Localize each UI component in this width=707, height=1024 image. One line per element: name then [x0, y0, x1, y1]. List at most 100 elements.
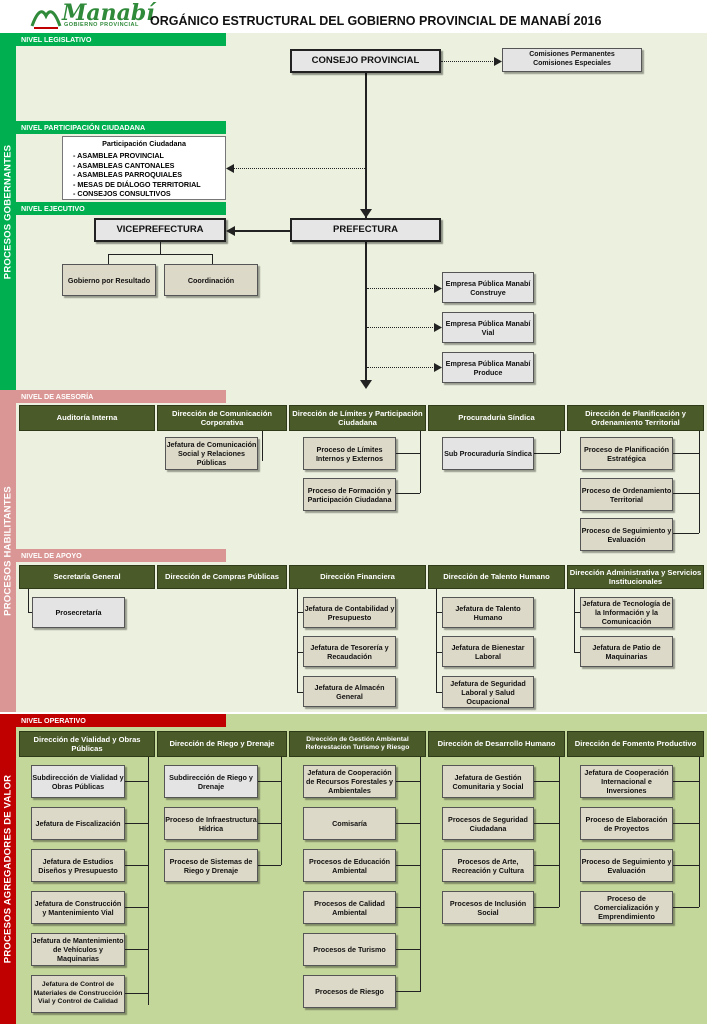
connector [396, 493, 420, 494]
calidad-ambiental-box[interactable]: Procesos de Calidad Ambiental [303, 891, 396, 924]
prefectura-box[interactable]: PREFECTURA [290, 218, 441, 242]
jefatura-talento-box[interactable]: Jefatura de Talento Humano [442, 597, 534, 628]
participacion-ciudadana-box[interactable]: Participación Ciudadana - ASAMBLEA PROVI… [62, 136, 226, 200]
subdireccion-vialidad-box[interactable]: Subdirección de Vialidad y Obras Pública… [31, 765, 125, 798]
tecnologia-box[interactable]: Jefatura de Tecnología de la Información… [580, 597, 673, 628]
turismo-box[interactable]: Procesos de Turismo [303, 933, 396, 966]
comisaria-box[interactable]: Comisaría [303, 807, 396, 840]
ordenamiento-territorial-box[interactable]: Proceso de Ordenamiento Territorial [580, 478, 673, 511]
estudios-disenos-box[interactable]: Jefatura de Estudios Diseños y Presupues… [31, 849, 125, 882]
riesgo-box[interactable]: Procesos de Riesgo [303, 975, 396, 1008]
viceprefectura-box[interactable]: VICEPREFECTURA [94, 218, 226, 242]
logo [30, 2, 140, 32]
prosecretaria-box[interactable]: Prosecretaría [32, 597, 125, 628]
educacion-ambiental-box[interactable]: Procesos de Educación Ambiental [303, 849, 396, 882]
connector [574, 589, 575, 652]
patio-maquinarias-box[interactable]: Jefatura de Patio de Maquinarias [580, 636, 673, 667]
seguridad-ciudadana-box[interactable]: Procesos de Seguridad Ciudadana [442, 807, 534, 840]
connector [262, 431, 263, 461]
logo-subtext: GOBIERNO PROVINCIAL [64, 22, 139, 28]
gobierno-resultado-box[interactable]: Gobierno por Resultado [62, 264, 156, 296]
comisiones-box[interactable]: Comisiones Permanentes Comisiones Especi… [502, 48, 642, 72]
participacion-item: - ASAMBLEA PROVINCIAL [73, 151, 164, 160]
desarrollo-humano-header[interactable]: Dirección de Desarrollo Humano [428, 731, 565, 757]
planificacion-estrategica-box[interactable]: Proceso de Planificación Estratégica [580, 437, 673, 470]
limites-internos-box[interactable]: Proceso de Límites Internos y Externos [303, 437, 396, 470]
seguridad-laboral-box[interactable]: Jefatura de Seguridad Laboral y Salud Oc… [442, 676, 534, 708]
connector [534, 453, 560, 454]
connector [673, 781, 699, 782]
direccion-financiera-header[interactable]: Dirección Financiera [289, 565, 426, 589]
cooperacion-forestales-box[interactable]: Jefatura de Cooperación de Recursos Fore… [303, 765, 396, 798]
connector [673, 493, 699, 494]
connector [396, 453, 420, 454]
fiscalizacion-box[interactable]: Jefatura de Fiscalización [31, 807, 125, 840]
connector-vice-down [160, 242, 161, 254]
connector [436, 612, 442, 613]
sistemas-riego-box[interactable]: Proceso de Sistemas de Riego y Drenaje [164, 849, 258, 882]
page-title: ORGÁNICO ESTRUCTURAL DEL GOBIERNO PROVIN… [150, 14, 602, 28]
connector [28, 589, 29, 612]
connector [125, 949, 148, 950]
connector [281, 757, 282, 865]
tesoreria-box[interactable]: Jefatura de Tesorería y Recaudación [303, 636, 396, 667]
riego-header[interactable]: Dirección de Riego y Drenaje [157, 731, 287, 757]
arrow-right-icon [434, 284, 442, 293]
empresa-vial-box[interactable]: Empresa Pública Manabí Vial [442, 312, 534, 343]
connector-participacion [232, 168, 365, 169]
subdireccion-riego-box[interactable]: Subdirección de Riego y Drenaje [164, 765, 258, 798]
process-label-agregadores: PROCESOS AGREGADORES DE VALOR [2, 774, 14, 964]
connector [396, 823, 420, 824]
fomento-productivo-header[interactable]: Dirección de Fomento Productivo [567, 731, 704, 757]
infraestructura-hidrica-box[interactable]: Proceso de Infraestructura Hídrica [164, 807, 258, 840]
inclusion-social-box[interactable]: Procesos de Inclusión Social [442, 891, 534, 924]
comercializacion-box[interactable]: Proceso de Comercialización y Emprendimi… [580, 891, 673, 924]
gestion-ambiental-header[interactable]: Dirección de Gestión Ambiental Reforesta… [289, 731, 426, 757]
mantenimiento-vehiculos-box[interactable]: Jefatura de Mantenimiento de Vehículos y… [31, 933, 125, 966]
arrow-left-icon [226, 164, 234, 173]
logo-mark-icon [30, 10, 62, 29]
connector-comisiones [441, 61, 497, 62]
auditoria-interna-header[interactable]: Auditoría Interna [19, 405, 155, 431]
construccion-mantenimiento-box[interactable]: Jefatura de Construcción y Mantenimiento… [31, 891, 125, 924]
administrativa-header[interactable]: Dirección Administrativa y Servicios Ins… [567, 565, 704, 589]
connector [574, 652, 580, 653]
seguimiento-evaluacion-box[interactable]: Proceso de Seguimiento y Evaluación [580, 518, 673, 551]
arrow-right-icon [494, 57, 502, 66]
procuraduria-sindica-header[interactable]: Procuraduría Síndica [428, 405, 565, 431]
secretaria-general-header[interactable]: Secretaría General [19, 565, 155, 589]
connector [534, 823, 559, 824]
sub-procuraduria-box[interactable]: Sub Procuraduría Síndica [442, 437, 534, 470]
talento-humano-header[interactable]: Dirección de Talento Humano [428, 565, 565, 589]
connector [534, 865, 559, 866]
level-operativo: NIVEL OPERATIVO [16, 714, 226, 727]
contabilidad-box[interactable]: Jefatura de Contabilidad y Presupuesto [303, 597, 396, 628]
connector [125, 781, 148, 782]
planificacion-header[interactable]: Dirección de Planificación y Ordenamient… [567, 405, 704, 431]
control-materiales-box[interactable]: Jefatura de Control de Materiales de Con… [31, 975, 125, 1013]
connector [297, 652, 303, 653]
almacen-box[interactable]: Jefatura de Almacén General [303, 676, 396, 707]
participacion-item: - ASAMBLEAS PARROQUIALES [73, 170, 183, 179]
comunicacion-corporativa-header[interactable]: Dirección de Comunicación Corporativa [157, 405, 287, 431]
bienestar-laboral-box[interactable]: Jefatura de Bienestar Laboral [442, 636, 534, 667]
consejo-provincial-box[interactable]: CONSEJO PROVINCIAL [290, 49, 441, 73]
empresa-construye-box[interactable]: Empresa Pública Manabí Construye [442, 272, 534, 303]
elaboracion-proyectos-box[interactable]: Proceso de Elaboración de Proyectos [580, 807, 673, 840]
comisiones-especiales: Comisiones Especiales [533, 60, 611, 67]
limites-participacion-header[interactable]: Dirección de Límites y Participación Ciu… [289, 405, 426, 431]
compras-publicas-header[interactable]: Dirección de Compras Públicas [157, 565, 287, 589]
jefatura-comunicacion-box[interactable]: Jefatura de Comunicación Social y Relaci… [165, 437, 258, 470]
participacion-item: - MESAS DE DIÁLOGO TERRITORIAL [73, 179, 201, 189]
seguimiento-evaluacion-fomento-box[interactable]: Proceso de Seguimiento y Evaluación [580, 849, 673, 882]
connector [436, 692, 442, 693]
vialidad-header[interactable]: Dirección de Vialidad y Obras Públicas [19, 731, 155, 757]
connector [396, 781, 420, 782]
cooperacion-internacional-box[interactable]: Jefatura de Cooperación Internacional e … [580, 765, 673, 798]
empresa-produce-box[interactable]: Empresa Pública Manabí Produce [442, 352, 534, 383]
gestion-comunitaria-box[interactable]: Jefatura de Gestión Comunitaria y Social [442, 765, 534, 798]
arte-recreacion-box[interactable]: Procesos de Arte, Recreación y Cultura [442, 849, 534, 882]
connector-vice [234, 230, 290, 232]
formacion-participacion-box[interactable]: Proceso de Formación y Participación Ciu… [303, 478, 396, 511]
coordinacion-box[interactable]: Coordinación [164, 264, 258, 296]
